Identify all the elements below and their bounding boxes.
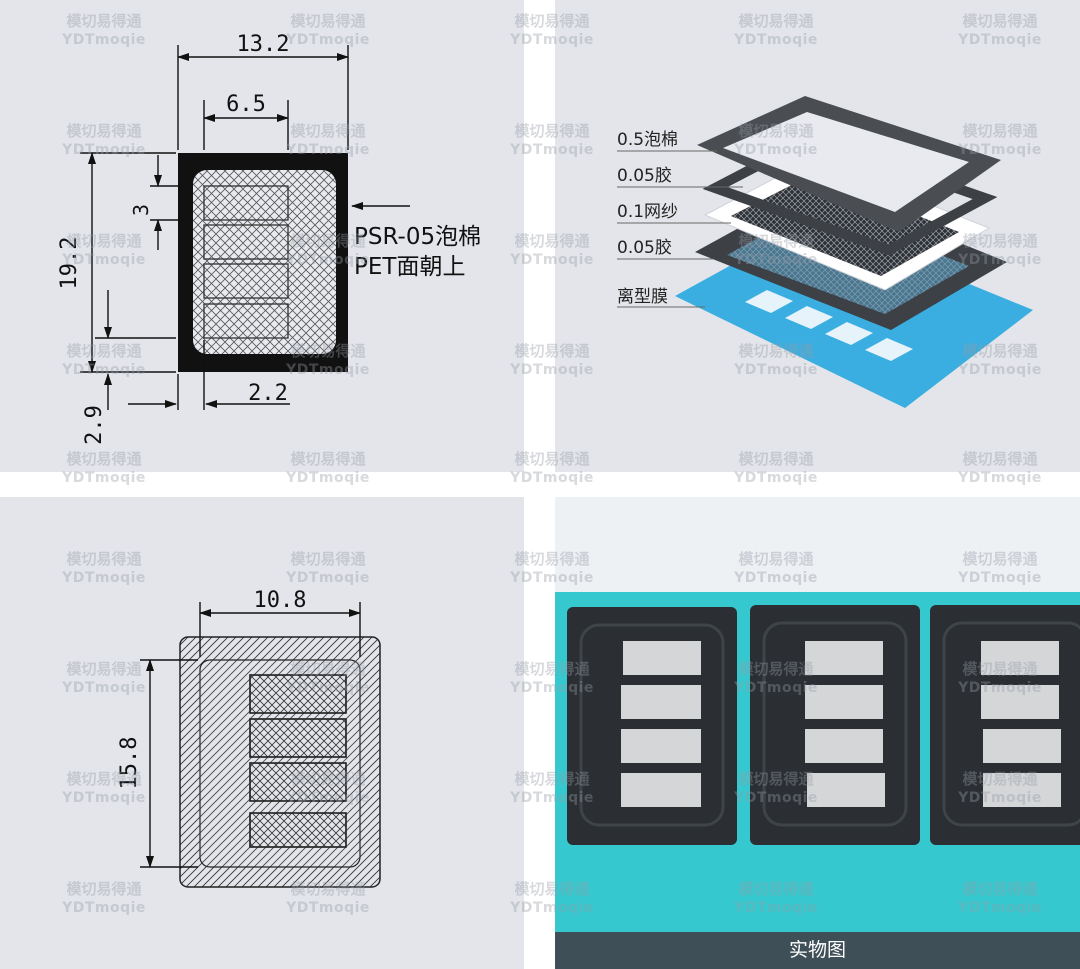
photo-svg bbox=[555, 497, 1080, 937]
dim-width-label: 13.2 bbox=[237, 32, 290, 57]
dim-height-label: 15.8 bbox=[117, 737, 142, 790]
gasket-dimension-drawing: 13.2 6.5 3 19.2 2.9 2.2 PSR-05泡棉 PET面朝上 bbox=[0, 0, 524, 472]
layer-label: 0.05胶 bbox=[617, 238, 672, 258]
slot-outlines bbox=[203, 185, 289, 339]
layer-label: 离型膜 bbox=[617, 287, 668, 307]
product-photo: 实物图 bbox=[555, 497, 1080, 969]
dim-inner-label: 6.5 bbox=[226, 92, 266, 117]
dim-bottom-label: 2.9 bbox=[82, 405, 107, 445]
dim-width-label: 10.8 bbox=[254, 588, 307, 613]
hatched-drawing-svg: 10.8 15.8 bbox=[117, 588, 381, 888]
layer-label: 0.05胶 bbox=[617, 166, 672, 186]
photo-caption: 实物图 bbox=[788, 939, 846, 961]
slot-blocks bbox=[249, 674, 347, 848]
hatched-outline-drawing: 10.8 15.8 bbox=[0, 497, 524, 969]
caption-bar bbox=[555, 932, 1080, 969]
dimension-lines bbox=[140, 602, 361, 868]
gasket-drawing-svg: 13.2 6.5 3 19.2 2.9 2.2 PSR-05泡棉 PET面朝上 bbox=[57, 32, 481, 445]
layer-label: 0.5泡棉 bbox=[617, 130, 678, 150]
layer-labels: 0.5泡棉 0.05胶 0.1网纱 0.05胶 离型膜 bbox=[617, 130, 678, 307]
release-film-cutouts bbox=[745, 290, 913, 361]
foam-window bbox=[723, 112, 969, 212]
material-note-line1: PSR-05泡棉 bbox=[354, 224, 481, 250]
layer-label: 0.1网纱 bbox=[617, 202, 678, 222]
material-note-line2: PET面朝上 bbox=[354, 254, 465, 280]
dim-slot-label: 3 bbox=[129, 204, 153, 216]
leader-lines bbox=[617, 150, 743, 308]
dim-border-label: 2.2 bbox=[248, 381, 288, 406]
exploded-stack-svg: 0.5泡棉 0.05胶 0.1网纱 0.05胶 离型膜 bbox=[617, 96, 1033, 408]
window-slots bbox=[621, 641, 1061, 807]
dimension-lines bbox=[80, 45, 410, 410]
mesh-area bbox=[193, 170, 336, 354]
dim-height-label: 19.2 bbox=[57, 237, 82, 290]
exploded-layer-view: 0.5泡棉 0.05胶 0.1网纱 0.05胶 离型膜 bbox=[555, 0, 1080, 472]
